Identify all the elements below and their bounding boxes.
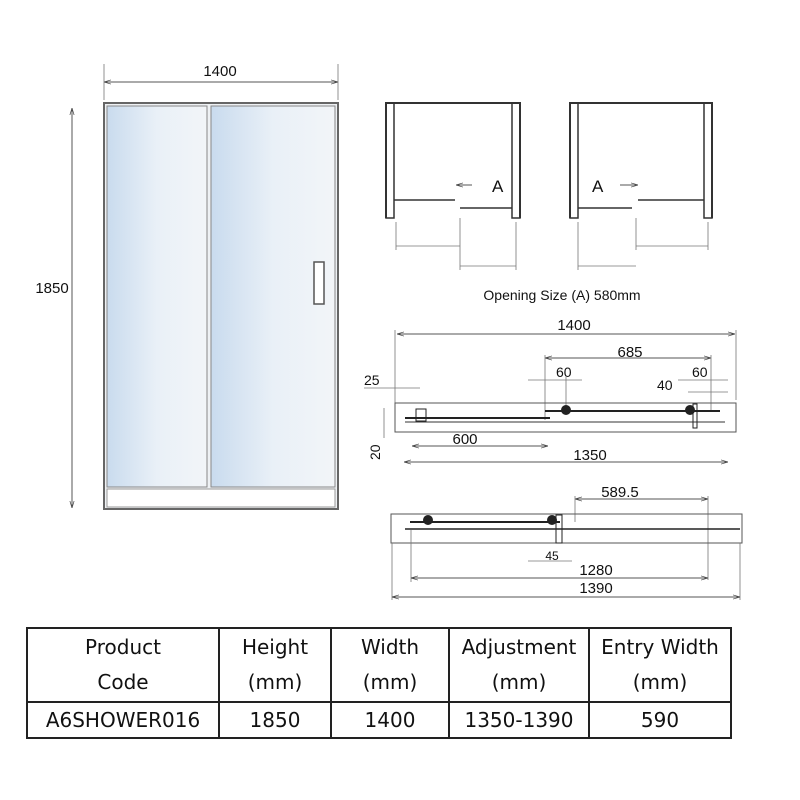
height-label: 1850: [35, 280, 68, 297]
cell-product-code: A6SHOWER016: [26, 701, 220, 739]
header-height: Height(mm): [218, 627, 332, 703]
cell-entry-width: 590: [588, 701, 732, 739]
front-view: 1400 1850: [35, 63, 339, 510]
track-outline: [394, 402, 737, 433]
dim-600: 600: [452, 431, 477, 448]
opening-diagram-left: A: [385, 102, 521, 270]
table-row: A6SHOWER016 1850 1400 1350-1390 590: [26, 701, 732, 739]
door-handle: [313, 261, 325, 305]
plan-view-top: 1400 685 60 60 40 25 20 600 1350: [364, 317, 737, 464]
dim-60-left: 60: [556, 364, 572, 380]
dim-1280: 1280: [579, 562, 612, 579]
cell-width: 1400: [330, 701, 450, 739]
dim-25: 25: [364, 372, 380, 388]
dim-45: 45: [545, 549, 559, 563]
cell-height: 1850: [218, 701, 332, 739]
cell-adjustment: 1350-1390: [448, 701, 590, 739]
opening-label-a: A: [592, 177, 604, 196]
width-label: 1400: [203, 63, 236, 80]
header-width: Width(mm): [330, 627, 450, 703]
opening-size-caption: Opening Size (A) 580mm: [483, 287, 640, 303]
dim-40: 40: [657, 377, 673, 393]
plan-view-bottom: 589.5 45 1280 1390: [390, 484, 743, 600]
shower-tray: [106, 488, 336, 508]
dim-1390: 1390: [579, 580, 612, 597]
opening-diagram-right: A: [569, 102, 713, 270]
dim-589-5: 589.5: [601, 484, 639, 501]
opening-label-a: A: [492, 177, 504, 196]
dim-1400: 1400: [557, 317, 590, 334]
header-adjustment: Adjustment(mm): [448, 627, 590, 703]
track-outline: [390, 513, 743, 544]
header-entry-width: Entry Width(mm): [588, 627, 732, 703]
dim-60-right: 60: [692, 364, 708, 380]
fixed-glass-panel: [106, 105, 208, 488]
dim-1350: 1350: [573, 447, 606, 464]
dim-20: 20: [367, 444, 383, 460]
